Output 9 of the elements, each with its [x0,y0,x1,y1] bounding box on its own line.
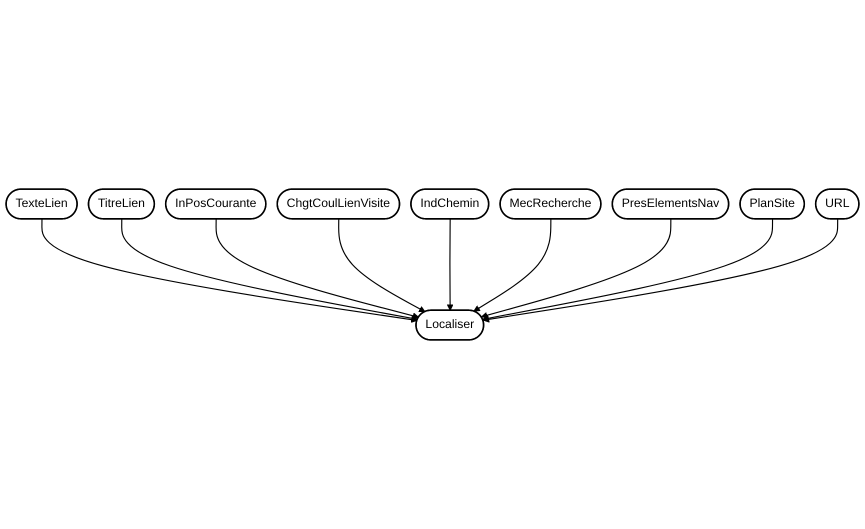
arrow [41,219,418,323]
arrow [482,219,838,323]
arrow [482,219,774,322]
arrow [121,219,418,322]
arrow [338,219,426,312]
arrow [480,219,672,318]
arrow [446,219,454,311]
arrow [216,219,420,320]
arrow [473,219,552,312]
